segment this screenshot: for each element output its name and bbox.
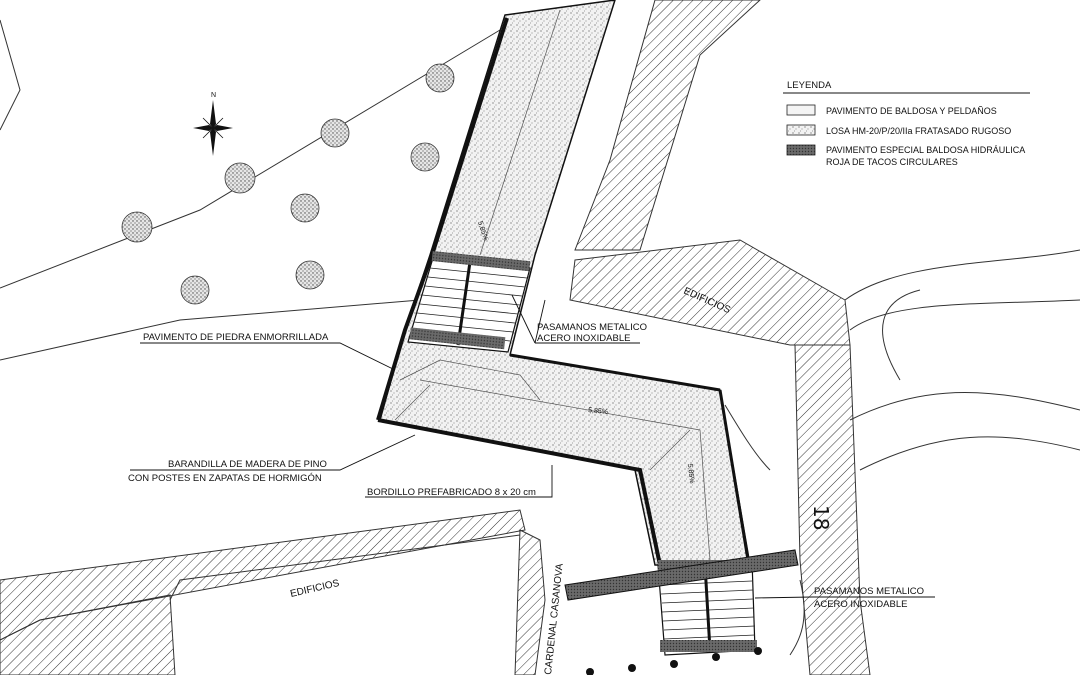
tree: [425, 63, 455, 93]
legend-item-3-line2: ROJA DE TACOS CIRCULARES: [826, 157, 958, 167]
leader-lines: [130, 294, 935, 599]
legend-swatch-dark: [786, 144, 816, 156]
label-barandilla-line2: CON POSTES EN ZAPATAS DE HORMIGÓN: [128, 473, 322, 484]
label-pasamanos-top-line2: ACERO INOXIDABLE: [537, 333, 630, 344]
label-barandilla-line1: BARANDILLA DE MADERA DE PINO: [168, 459, 327, 470]
legend: LEYENDA PAVIMENTO DE BALDOSA Y PELDAÑOS …: [783, 80, 1030, 167]
bollards: [586, 647, 762, 675]
bollard: [628, 664, 636, 672]
label-bordillo: BORDILLO PREFABRICADO 8 x 20 cm: [367, 487, 536, 498]
label-pavimento-piedra: PAVIMENTO DE PIEDRA ENMORRILLADA: [143, 332, 329, 343]
walkway: [376, 0, 751, 566]
tree: [320, 118, 350, 148]
legend-title: LEYENDA: [787, 80, 832, 91]
tree: [295, 260, 325, 290]
label-pasamanos-bottom-line2: ACERO INOXIDABLE: [814, 599, 907, 610]
trees: [121, 63, 455, 305]
label-street: CARDENAL CASANOVA: [543, 563, 566, 675]
legend-item-2: LOSA HM-20/P/20/IIa FRATASADO RUGOSO: [826, 126, 1011, 136]
legend-swatch-speckle: [786, 124, 816, 136]
label-number: 18: [809, 505, 833, 530]
bollard: [670, 660, 678, 668]
bollard: [712, 653, 720, 661]
site-boundaries: [0, 19, 1080, 656]
tree: [224, 162, 256, 194]
bollard: [754, 647, 762, 655]
bollard: [586, 668, 594, 675]
slope-middle: 5,85%: [588, 407, 608, 416]
tree: [410, 142, 440, 172]
buildings-left: [0, 509, 546, 675]
slope-right: 5,85%: [686, 463, 695, 483]
legend-item-3-line1: PAVIMENTO ESPECIAL BALDOSA HIDRÁULICA: [826, 145, 1025, 155]
tree: [121, 211, 153, 243]
legend-item-1: PAVIMENTO DE BALDOSA Y PELDAÑOS: [826, 106, 997, 116]
stairs-lower: [564, 549, 799, 656]
label-edificios-left: EDIFICIOS: [289, 578, 341, 600]
north-arrow-icon: N: [193, 92, 233, 156]
label-pasamanos-top-line1: PASAMANOS METALICO: [537, 322, 647, 333]
legend-swatch-plain: [786, 104, 816, 116]
tree: [180, 275, 210, 305]
stairs-upper: [407, 251, 531, 353]
tree: [290, 193, 320, 223]
label-pasamanos-bottom-line1: PASAMANOS METALICO: [814, 586, 924, 597]
north-label: N: [211, 92, 216, 99]
buildings-right: [569, 0, 871, 675]
